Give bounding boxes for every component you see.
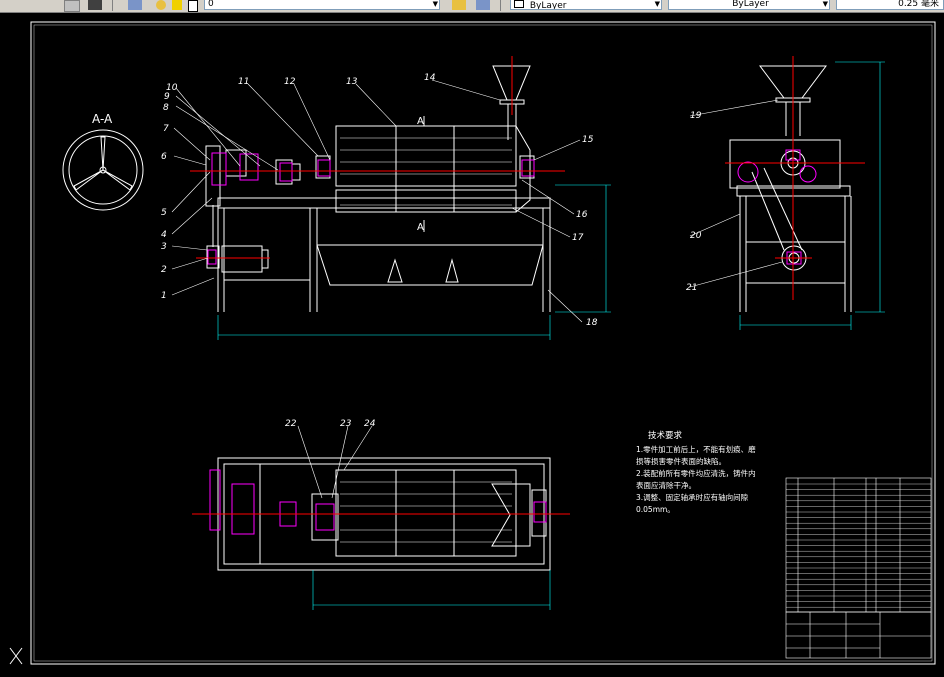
top-view-dimensions xyxy=(312,570,551,610)
balloon-22: 22 xyxy=(285,419,297,429)
balloon-20: 20 xyxy=(690,231,702,241)
layer-combo[interactable]: 0 ▼ xyxy=(204,0,440,10)
color-combo-value: ByLayer xyxy=(529,1,567,10)
layer-lock-icon[interactable] xyxy=(188,0,198,12)
balloon-6: 6 xyxy=(161,152,167,162)
chevron-down-icon: ▼ xyxy=(432,0,438,8)
tech-req-title: 技术要求 xyxy=(648,430,683,441)
side-view-magenta-parts xyxy=(737,149,817,265)
drawing-border xyxy=(30,21,936,665)
balloon-15: 15 xyxy=(582,135,594,145)
side-view-leaders xyxy=(689,99,783,288)
layer-combo-value: 0 xyxy=(208,0,214,9)
side-view-dimensions xyxy=(739,61,885,330)
tech-req-line-1: 1.零件加工前后上，不能有划痕、磨 xyxy=(636,444,756,454)
inner-border xyxy=(33,24,933,662)
balloon-13: 13 xyxy=(346,77,358,87)
balloon-4: 4 xyxy=(161,230,167,240)
front-view-centerlines xyxy=(190,56,565,259)
balloon-24: 24 xyxy=(364,419,376,429)
color-combo-swatch xyxy=(514,0,524,8)
color-combo[interactable]: ByLayer ▼ xyxy=(510,0,662,10)
balloon-21: 21 xyxy=(686,283,697,293)
drawing-svg: A-A xyxy=(9,21,936,665)
front-view-magenta-parts xyxy=(207,152,535,265)
leader-lines xyxy=(171,79,583,323)
balloon-8: 8 xyxy=(163,103,169,113)
balloon-7: 7 xyxy=(163,124,169,134)
tech-req-line-6: 0.05mm。 xyxy=(636,505,675,514)
bom-rows xyxy=(786,483,931,608)
balloon-18: 18 xyxy=(586,318,598,328)
make-current-icon[interactable] xyxy=(452,0,466,10)
top-view-leaders xyxy=(297,425,373,499)
layer-sun-icon[interactable] xyxy=(172,0,182,10)
linetype-combo-value: ByLayer xyxy=(732,0,769,9)
balloon-23: 23 xyxy=(340,419,352,429)
balloon-2: 2 xyxy=(161,265,167,275)
ucs-icon xyxy=(9,647,23,665)
balloon-14: 14 xyxy=(424,73,436,83)
balloon-3: 3 xyxy=(161,242,167,252)
section-view-a-a: A-A xyxy=(62,112,144,211)
tech-req-line-4: 表面应清除干净。 xyxy=(636,480,696,490)
balloon-1: 1 xyxy=(161,291,167,301)
section-mark-bottom: A xyxy=(417,222,424,233)
save-icon[interactable] xyxy=(88,0,102,10)
balloon-5: 5 xyxy=(161,208,167,218)
layer-previous-icon[interactable] xyxy=(476,0,490,10)
layer-bulb-icon[interactable] xyxy=(156,0,166,10)
front-view xyxy=(205,65,551,312)
title-block xyxy=(785,611,932,659)
section-mark-top: A xyxy=(417,116,424,127)
balloon-10: 10 xyxy=(166,83,178,93)
bill-of-materials xyxy=(785,477,932,613)
tech-requirements: 技术要求 1.零件加工前后上，不能有划痕、磨 损等损害零件表面的缺陷。 2.装配… xyxy=(636,430,756,514)
part-numbers: 1 2 3 4 5 6 7 8 9 10 11 12 13 14 15 16 1… xyxy=(161,73,702,429)
chevron-down-icon: ▼ xyxy=(654,0,660,8)
layer-states-icon[interactable] xyxy=(64,0,80,12)
section-mark-group: A A xyxy=(417,116,425,233)
drawing-canvas[interactable]: A-A xyxy=(0,12,944,673)
linetype-combo[interactable]: ByLayer ▼ xyxy=(668,0,830,10)
balloon-12: 12 xyxy=(284,77,296,87)
balloon-17: 17 xyxy=(572,233,584,243)
tech-req-line-3: 2.装配前所有零件均应清洗，铸件内 xyxy=(636,468,756,478)
chevron-down-icon: ▼ xyxy=(822,0,828,8)
balloon-9: 9 xyxy=(164,92,170,102)
lineweight-combo[interactable]: 0.25 毫米 xyxy=(836,0,944,10)
side-view-centerlines xyxy=(725,56,865,300)
balloon-19: 19 xyxy=(690,111,702,121)
tech-req-line-5: 3.调整、固定轴承时应有轴向间隙 xyxy=(636,492,749,502)
balloon-11: 11 xyxy=(238,77,249,87)
layer-manager-icon[interactable] xyxy=(128,0,142,10)
tech-req-line-2: 损等损害零件表面的缺陷。 xyxy=(636,456,726,466)
toolbar: 0 ▼ ByLayer ▼ ByLayer ▼ 0.25 毫米 xyxy=(0,0,944,13)
front-view-dimensions xyxy=(217,184,611,340)
section-label: A-A xyxy=(92,112,113,126)
balloon-16: 16 xyxy=(576,210,588,220)
side-view xyxy=(729,65,852,312)
lineweight-combo-value: 0.25 毫米 xyxy=(898,0,939,9)
